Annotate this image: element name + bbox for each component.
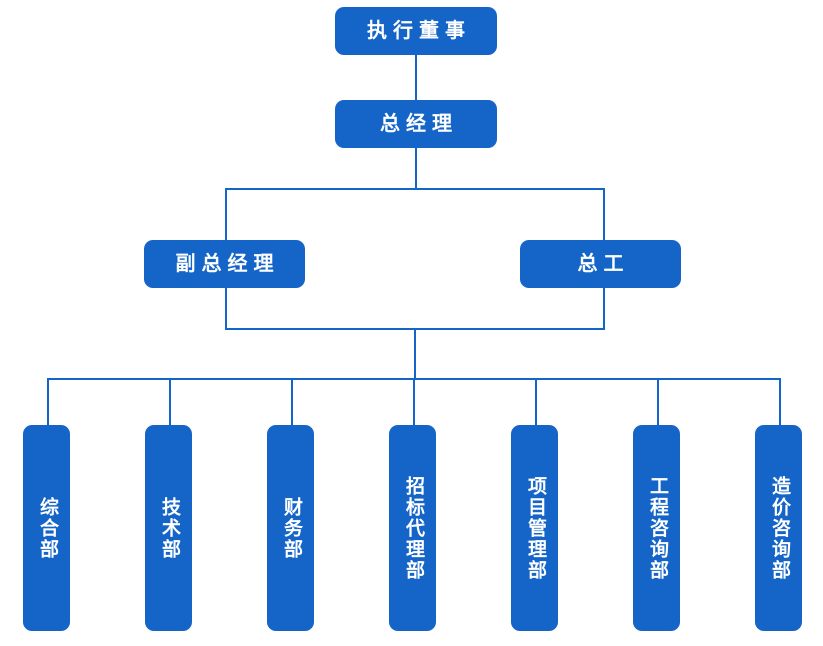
connector-level2-top-bar [225, 188, 605, 190]
node-department-engineering-consulting[interactable]: 工程咨询部 [633, 425, 680, 631]
node-department-finance[interactable]: 财务部 [267, 425, 314, 631]
node-general-manager[interactable]: 总经理 [335, 100, 497, 148]
connector-drop-department-1 [47, 378, 49, 427]
connector-drop-department-3 [291, 378, 293, 427]
node-department-technology[interactable]: 技术部 [145, 425, 192, 631]
node-department-cost-consulting[interactable]: 造价咨询部 [755, 425, 802, 631]
connector-drop-department-4 [413, 378, 415, 427]
node-executive-director[interactable]: 执行董事 [335, 7, 497, 55]
node-deputy-general-manager[interactable]: 副总经理 [144, 240, 305, 288]
node-department-bidding-agency[interactable]: 招标代理部 [389, 425, 436, 631]
node-department-general-affairs[interactable]: 综合部 [23, 425, 70, 631]
connector-department-trunk [414, 328, 416, 380]
node-chief-engineer[interactable]: 总工 [520, 240, 681, 288]
connector-drop-department-7 [779, 378, 781, 427]
connector-executive-to-gm [415, 55, 417, 100]
connector-drop-department-6 [657, 378, 659, 427]
node-department-project-management[interactable]: 项目管理部 [511, 425, 558, 631]
connector-drop-department-5 [535, 378, 537, 427]
connector-drop-department-2 [169, 378, 171, 427]
connector-gm-trunk [415, 148, 417, 190]
